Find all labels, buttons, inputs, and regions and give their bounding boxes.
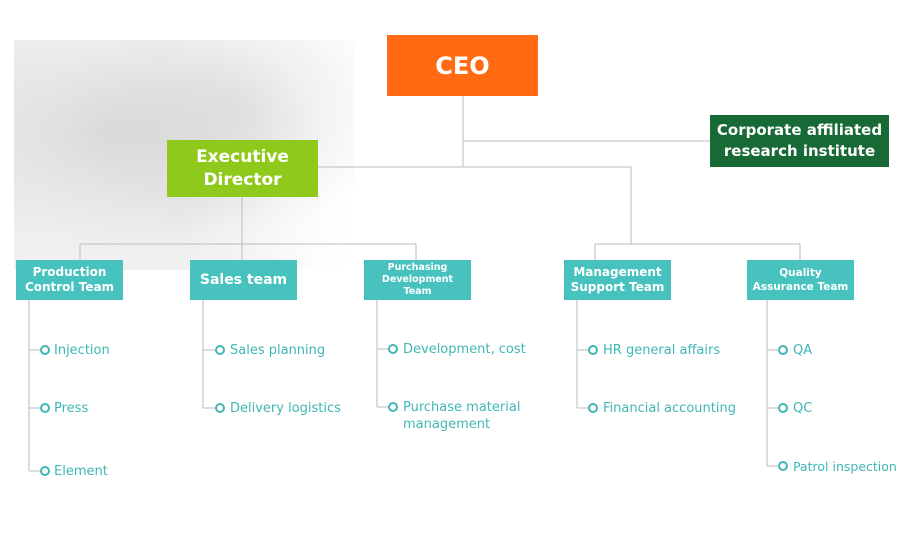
bullet-icon xyxy=(588,403,598,413)
team-purchasing-development: Purchasing Development Team xyxy=(364,260,471,300)
item-sales-planning: Sales planning xyxy=(230,343,326,358)
item-financial-accounting: Financial accounting xyxy=(603,401,736,416)
bullet-icon xyxy=(388,344,398,354)
research-institute-box: Corporate affiliated research institute xyxy=(710,115,889,167)
bullet-icon xyxy=(40,466,50,476)
team-production-control: Production Control Team xyxy=(16,260,123,300)
item-delivery-logistics: Delivery logistics xyxy=(230,401,341,416)
team-management-support: Management Support Team xyxy=(564,260,671,300)
bullet-icon xyxy=(215,403,225,413)
bullet-icon xyxy=(40,345,50,355)
item-press: Press xyxy=(54,401,89,416)
item-qa: QA xyxy=(793,343,813,358)
team-sales: Sales team xyxy=(190,260,297,300)
item-patrol-inspection: Patrol inspection xyxy=(793,459,897,474)
bullet-icon xyxy=(778,403,788,413)
item-development-cost: Development, cost xyxy=(403,342,526,357)
executive-director-box: Executive Director xyxy=(167,140,318,197)
item-injection: Injection xyxy=(54,343,110,358)
item-purchase-material: Purchase material management xyxy=(403,400,521,432)
item-qc: QC xyxy=(793,401,813,416)
bullet-icon xyxy=(215,345,225,355)
item-hr-general-affairs: HR general affairs xyxy=(603,343,721,358)
bullet-icon xyxy=(778,345,788,355)
bullet-icon xyxy=(588,345,598,355)
bullet-icon xyxy=(388,402,398,412)
team-quality-assurance: Quality Assurance Team xyxy=(747,260,854,300)
bullet-icon xyxy=(778,461,788,471)
ceo-box: CEO xyxy=(387,35,538,96)
bullet-icon xyxy=(40,403,50,413)
item-element: Element xyxy=(54,464,108,479)
